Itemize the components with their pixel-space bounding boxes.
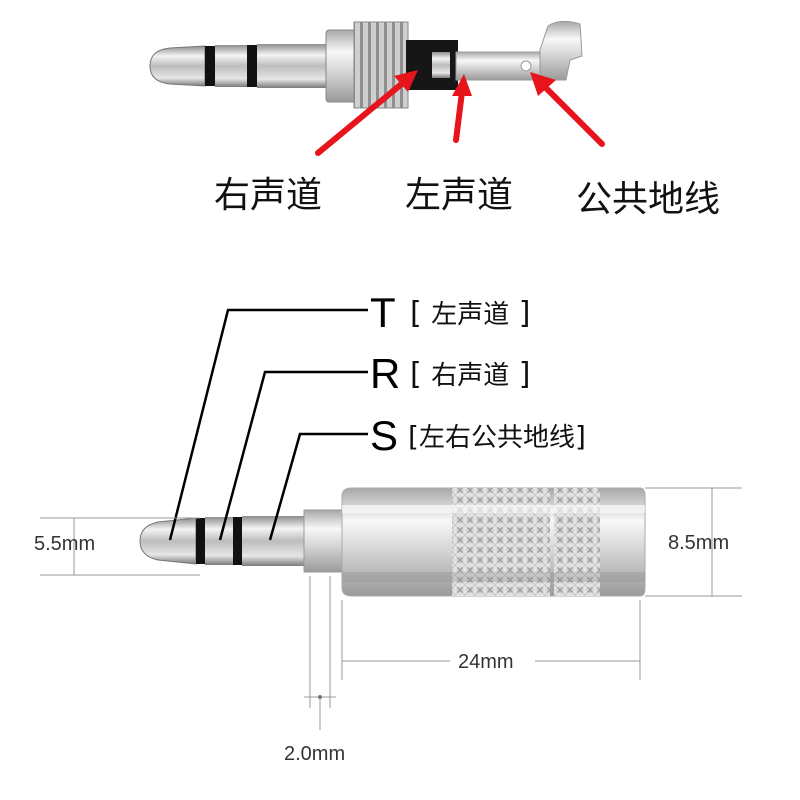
bottom-neck xyxy=(303,509,343,573)
leader-r xyxy=(218,370,368,541)
r-bracket-close: ] xyxy=(509,357,530,392)
top-terminal-tab xyxy=(539,20,583,81)
t-bracket-open: [ xyxy=(410,296,431,331)
bottom-insulator-2 xyxy=(233,517,242,565)
s-bracket-open: [ xyxy=(408,420,419,453)
top-inner-pin xyxy=(432,52,450,78)
top-tip xyxy=(149,45,206,87)
dim-body-length: 24mm xyxy=(458,651,514,673)
label-right-channel: 右声道 xyxy=(214,175,322,216)
bottom-body-shade xyxy=(342,572,645,582)
t-desc: [ 左声道 ] xyxy=(410,296,531,331)
s-desc: [左右公共地线] xyxy=(408,420,586,453)
dimension-lines xyxy=(40,487,742,730)
leader-s xyxy=(268,432,368,541)
top-solder-hole xyxy=(520,60,532,72)
r-bracket-open: [ xyxy=(410,357,431,392)
top-collar xyxy=(325,29,357,103)
dim-body-diameter: 8.5mm xyxy=(668,532,729,554)
top-sleeve xyxy=(257,44,329,88)
arrow-ground xyxy=(541,83,605,147)
trs-leader-lines xyxy=(168,308,368,541)
t-desc-text: 左声道 xyxy=(431,300,509,330)
arrow-left-channel-head xyxy=(452,74,472,96)
top-insulator-2 xyxy=(247,45,257,87)
top-plug-illustration xyxy=(149,20,583,109)
r-letter: R xyxy=(370,350,400,397)
s-bracket-close: ] xyxy=(575,420,586,453)
label-left-channel: 左声道 xyxy=(405,175,513,216)
arrow-left-channel xyxy=(453,89,465,143)
leader-t xyxy=(168,308,368,541)
top-arrows xyxy=(315,70,605,156)
bottom-ring xyxy=(205,517,233,565)
bottom-tip xyxy=(139,517,197,565)
dim-tip-diameter: 5.5mm xyxy=(34,533,95,555)
bottom-plug-illustration xyxy=(139,487,646,597)
top-thread xyxy=(353,21,409,109)
dim-neck-length: 2.0mm xyxy=(284,743,345,765)
arrow-ground-head xyxy=(530,72,556,96)
r-desc-text: 右声道 xyxy=(431,361,509,391)
bottom-body-shine xyxy=(342,505,645,513)
label-common-ground: 公共地线 xyxy=(576,179,720,220)
s-letter: S xyxy=(370,412,398,459)
dim-neck-dot xyxy=(318,695,322,699)
t-bracket-close: ] xyxy=(509,296,530,331)
top-insulator-1 xyxy=(205,46,215,86)
t-letter: T xyxy=(370,289,396,336)
s-desc-text: 左右公共地线 xyxy=(419,423,575,453)
top-ring xyxy=(215,45,247,87)
r-desc: [ 右声道 ] xyxy=(410,357,531,392)
bottom-insulator-1 xyxy=(196,518,205,564)
arrow-right-channel-head xyxy=(394,70,418,92)
arrow-right-channel xyxy=(315,79,407,156)
